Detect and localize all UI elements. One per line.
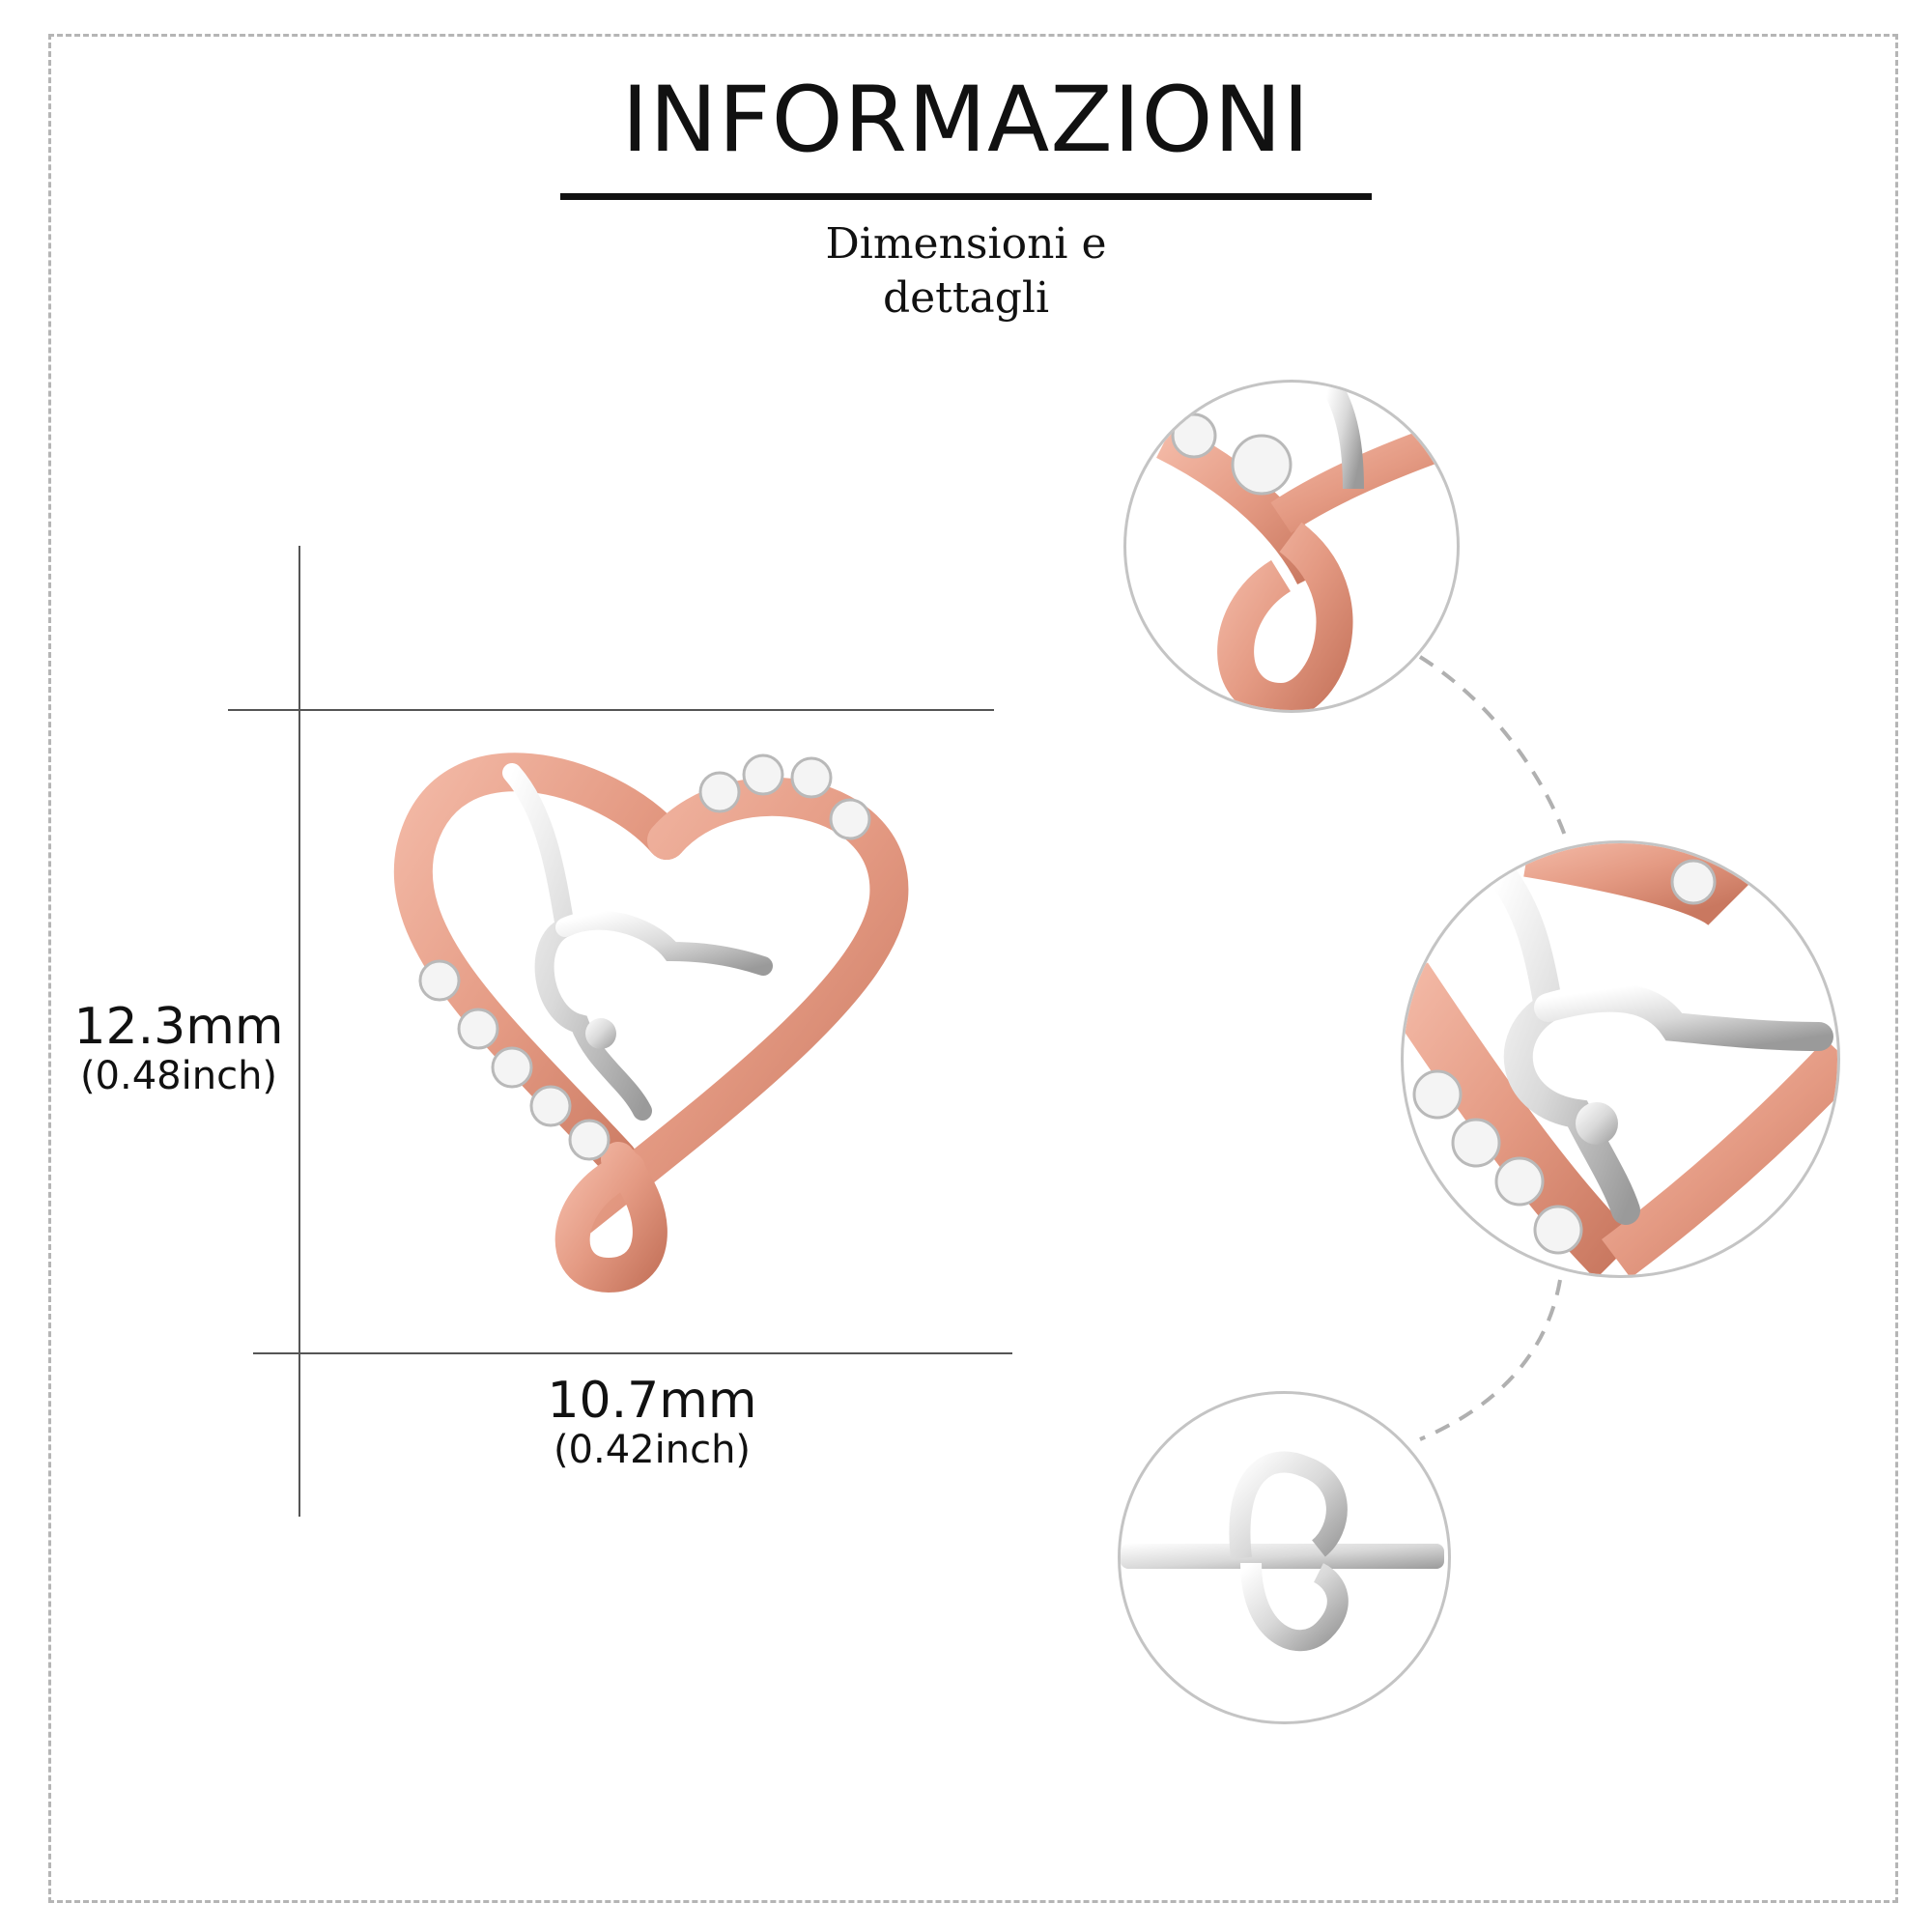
subtitle-line-2: dettagli [882, 273, 1050, 323]
earring-back-closeup-icon [1121, 1451, 1444, 1652]
width-inch-label: (0.42inch) [553, 1428, 752, 1472]
width-mm-label: 10.7mm [547, 1372, 757, 1430]
gymnast-figure-closeup-icon [1404, 843, 1837, 1275]
zoom-circle-gymnast [1401, 840, 1840, 1278]
page-title: INFORMAZIONI [621, 68, 1311, 173]
dashed-frame [48, 34, 1898, 1903]
zoom-circle-infinity [1123, 380, 1460, 713]
vertical-guide-line [298, 546, 300, 1517]
height-inch-label: (0.48inch) [79, 1054, 278, 1098]
height-mm-label: 12.3mm [73, 998, 284, 1056]
heart-earring-icon [393, 753, 909, 1293]
infinity-loop-closeup-icon [1155, 383, 1457, 710]
bottom-guide-line [253, 1352, 1012, 1354]
title-underline [560, 193, 1372, 200]
zoom-circle-earring-back [1118, 1391, 1451, 1724]
page-subtitle: Dimensioni e dettagli [734, 217, 1198, 326]
subtitle-line-1: Dimensioni e [825, 219, 1107, 269]
heart-earring-image [386, 734, 927, 1333]
height-dimension: 12.3mm (0.48inch) [58, 1000, 299, 1098]
width-dimension: 10.7mm (0.42inch) [522, 1374, 782, 1472]
top-guide-line [228, 709, 994, 711]
